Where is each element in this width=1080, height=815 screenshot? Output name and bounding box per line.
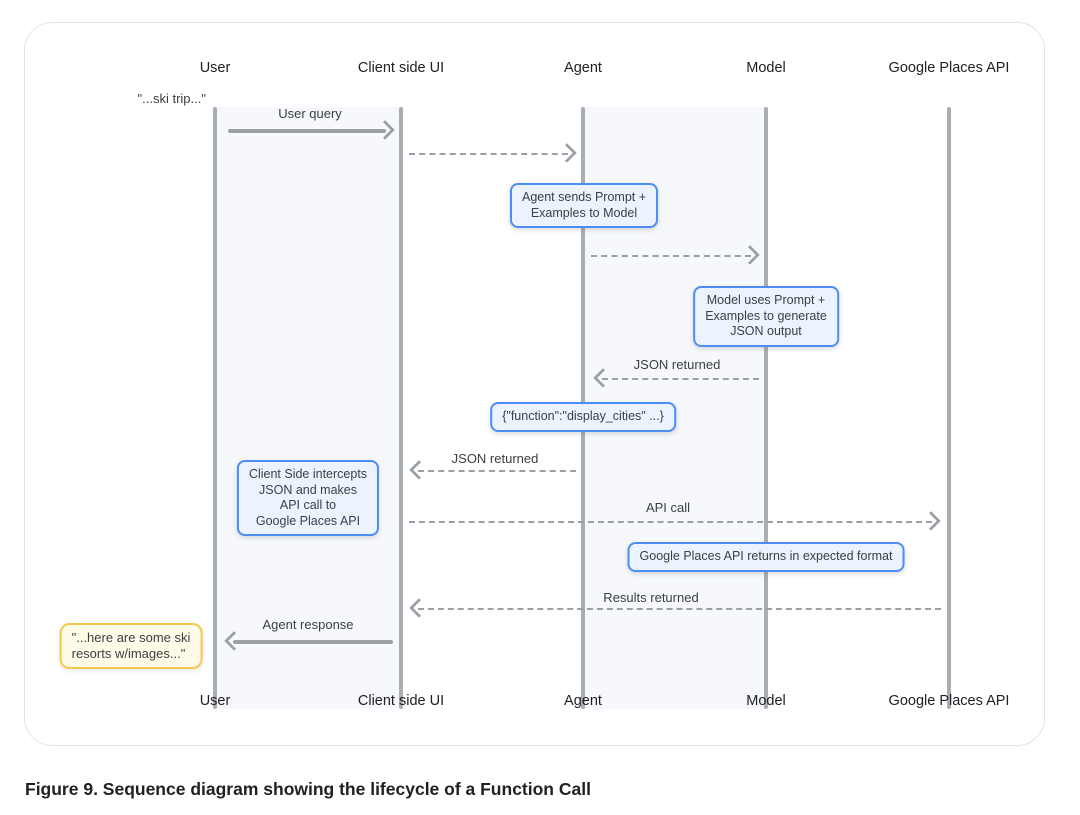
actor-label-top-model: Model bbox=[746, 60, 786, 76]
message-arrow-user-query bbox=[228, 119, 395, 140]
actor-label-top-client-side-ui: Client side UI bbox=[357, 60, 445, 76]
actor-label-top-user: User bbox=[199, 60, 231, 76]
message-arrow-json-returned-agent bbox=[409, 459, 576, 480]
figure-caption: Figure 9. Sequence diagram showing the l… bbox=[25, 779, 591, 799]
actor-label-top-google-places-api: Google Places API bbox=[888, 60, 1010, 76]
message-arrow-json-returned-model bbox=[593, 367, 759, 388]
actor-label-bottom-user: User bbox=[199, 693, 231, 709]
message-arrow-api-call bbox=[409, 510, 941, 531]
arrow-line bbox=[409, 521, 932, 523]
arrow-line bbox=[228, 129, 386, 133]
arrow-line bbox=[233, 640, 393, 644]
band-user-client bbox=[215, 107, 401, 709]
actor-label-bottom-model: Model bbox=[746, 693, 786, 709]
arrow-head-icon bbox=[409, 597, 429, 618]
arrow-line bbox=[602, 378, 759, 380]
message-arrow-agent-to-model bbox=[591, 244, 760, 265]
message-label-results-returned: Results returned bbox=[603, 590, 699, 605]
diagram-card: User Client side UI Agent Model Google P… bbox=[24, 22, 1045, 746]
lifeline-client-side-ui bbox=[399, 107, 403, 709]
message-arrow-results-returned bbox=[409, 597, 941, 618]
arrow-head-icon bbox=[593, 367, 613, 388]
arrow-head-icon bbox=[740, 244, 760, 265]
arrow-head-icon bbox=[375, 119, 395, 140]
message-arrow-client-to-agent bbox=[409, 142, 577, 163]
arrow-line bbox=[418, 608, 941, 610]
arrow-head-icon bbox=[409, 459, 429, 480]
arrow-line bbox=[591, 255, 751, 257]
arrow-line bbox=[418, 470, 576, 472]
arrow-head-icon bbox=[921, 510, 941, 531]
arrow-head-icon bbox=[557, 142, 577, 163]
user-output-quote-box: "...here are some ski resorts w/images..… bbox=[59, 623, 203, 669]
message-label-agent-response: Agent response bbox=[262, 617, 354, 632]
note-client-side-intercepts: Client Side intercepts JSON and makes AP… bbox=[236, 460, 380, 536]
note-places-returns-format: Google Places API returns in expected fo… bbox=[627, 542, 905, 572]
message-label-json-returned-model: JSON returned bbox=[633, 357, 721, 372]
message-label-user-query: User query bbox=[278, 106, 342, 121]
arrow-head-icon bbox=[224, 630, 244, 651]
note-agent-sends-prompt: Agent sends Prompt + Examples to Model bbox=[509, 183, 659, 228]
user-input-quote: "...ski trip..." bbox=[137, 91, 206, 106]
message-label-api-call: API call bbox=[645, 500, 691, 515]
lifeline-user bbox=[213, 107, 217, 709]
note-function-json: {"function":"display_cities" ...} bbox=[490, 402, 676, 432]
note-model-uses-prompt: Model uses Prompt + Examples to generate… bbox=[693, 286, 839, 347]
lifeline-model bbox=[764, 107, 768, 709]
actor-label-bottom-agent: Agent bbox=[564, 693, 602, 709]
lifeline-google-places-api bbox=[947, 107, 951, 709]
arrow-line bbox=[409, 153, 568, 155]
message-label-json-returned-agent: JSON returned bbox=[451, 451, 539, 466]
actor-label-bottom-client-side-ui: Client side UI bbox=[357, 693, 445, 709]
actor-label-top-agent: Agent bbox=[564, 60, 602, 76]
actor-label-bottom-google-places-api: Google Places API bbox=[888, 693, 1010, 709]
message-arrow-agent-response bbox=[224, 630, 393, 651]
